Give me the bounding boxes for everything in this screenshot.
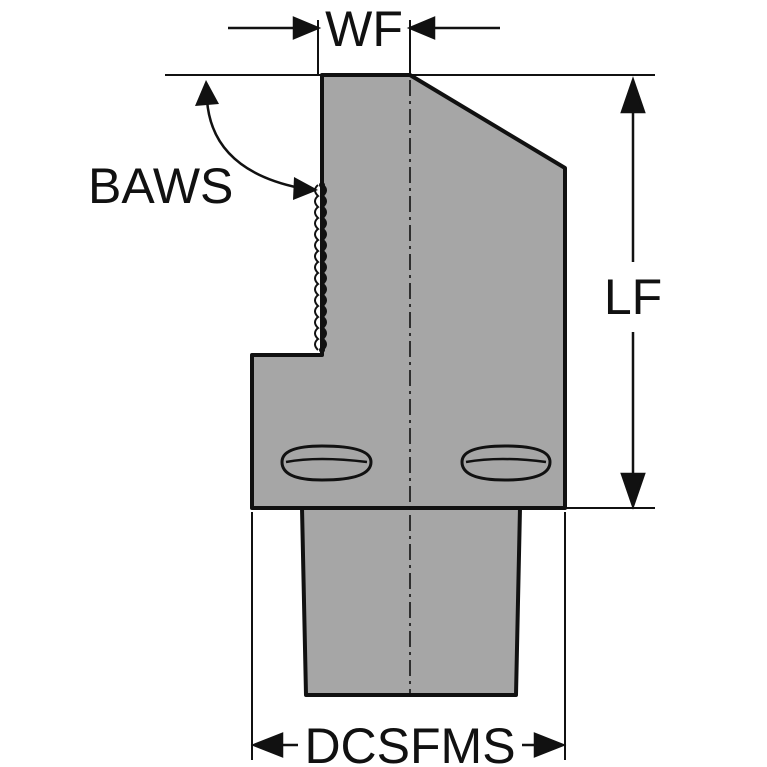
serration-face-inner: [314, 184, 320, 351]
screw-left-body: [280, 444, 373, 482]
serration-end-top: [319, 182, 325, 188]
serration-face: [319, 183, 327, 352]
head-body: [250, 73, 567, 510]
lf-arrow-top: [620, 76, 646, 114]
serration-end-bottom: [319, 347, 325, 353]
baws-dimension: [195, 80, 318, 200]
screw-right: [460, 444, 552, 482]
baws-arrow-right: [293, 177, 318, 200]
dcsfms-dimension: [250, 732, 567, 758]
baws-arc: [205, 99, 301, 190]
wf-arrow-left-head: [292, 16, 322, 40]
lf-dimension: [620, 76, 646, 510]
lf-arrow-bottom: [620, 472, 646, 510]
lf-label: LF: [604, 269, 662, 325]
screw-right-slot: [465, 457, 547, 464]
screw-left: [280, 444, 373, 482]
dcsfms-arrow-left: [250, 732, 284, 758]
baws-label: BAWS: [88, 158, 233, 214]
dcsfms-label: DCSFMS: [304, 718, 515, 767]
shank: [300, 506, 522, 697]
screw-left-slot: [285, 457, 368, 464]
wf-label: WF: [325, 1, 403, 57]
dcsfms-arrow-right: [533, 732, 567, 758]
screw-right-body: [460, 444, 552, 482]
wf-arrow-right-head: [406, 16, 436, 40]
wf-dimension: [228, 16, 500, 40]
baws-arrow-top: [195, 80, 219, 106]
